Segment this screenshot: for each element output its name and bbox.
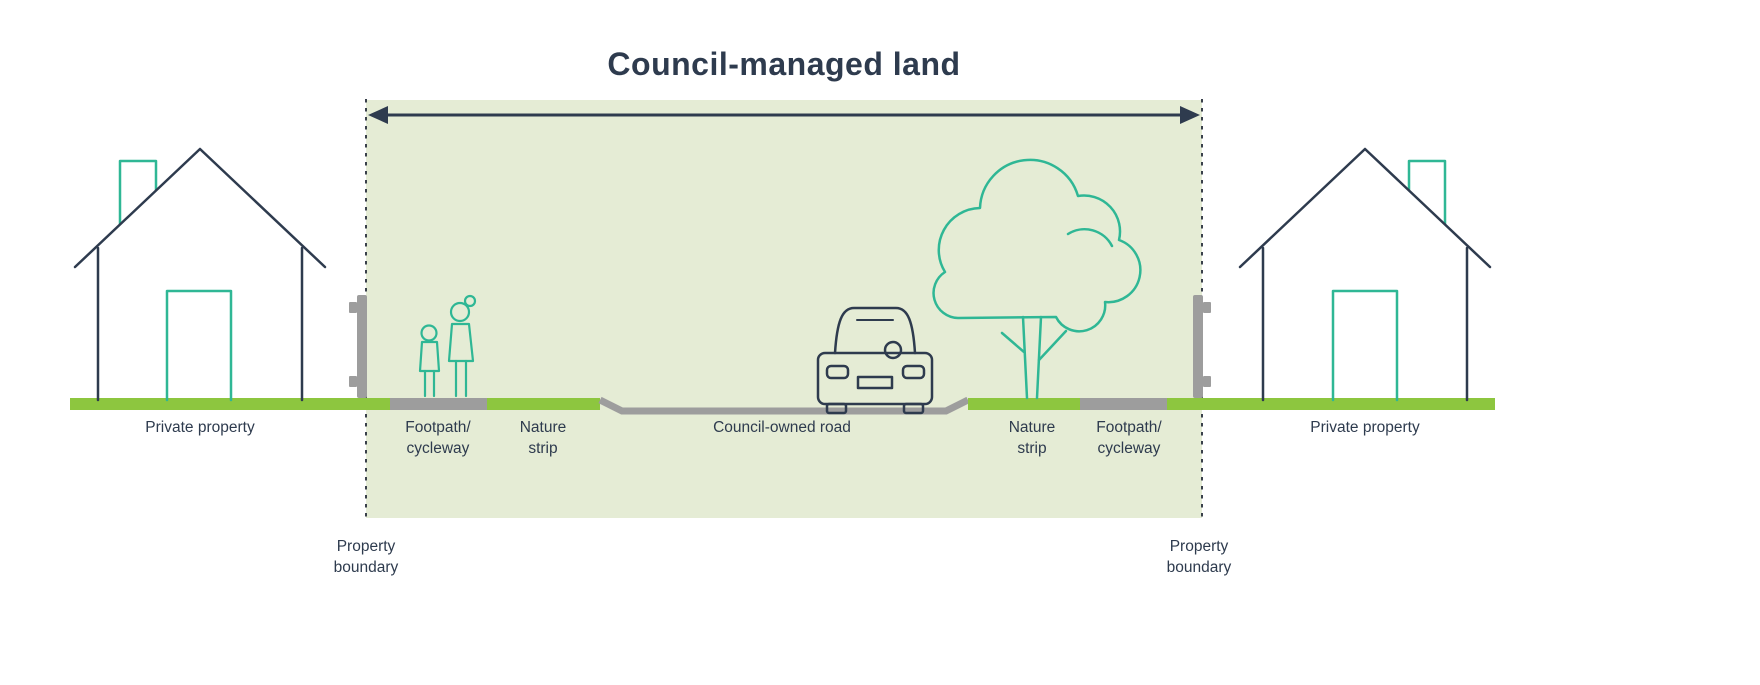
label-private-property-left: Private property <box>145 419 255 436</box>
roof-right <box>1238 147 1492 269</box>
grass-private-left <box>70 398 390 410</box>
house-icon-right <box>1238 147 1492 402</box>
tree-canopy <box>932 158 1142 333</box>
footpath-right <box>1080 398 1167 410</box>
chimney-right <box>1407 159 1447 226</box>
label-property-boundary-left: Property boundary <box>333 538 399 576</box>
ground-strip <box>70 396 1495 415</box>
car-fuel-cap <box>883 340 903 360</box>
grass-private-right <box>1167 398 1495 410</box>
label-council-owned-road: Council-owned road <box>713 419 851 436</box>
car-wheel-left <box>825 402 848 415</box>
label-footpath-cycleway-right: Footpath/ cycleway <box>1096 419 1162 457</box>
car-body <box>816 351 934 406</box>
pedestrians-icon <box>418 294 477 398</box>
nature-strip-right <box>968 398 1080 410</box>
road-surface <box>598 396 970 415</box>
roof-left <box>73 147 327 269</box>
walls-left <box>96 246 304 402</box>
car-headlight-right <box>901 364 926 380</box>
car-headlight-left <box>825 364 850 380</box>
council-land-area <box>366 100 1202 518</box>
car-wheel-right <box>902 402 925 415</box>
person-adult-icon <box>447 294 477 398</box>
tree-canopy-inner-arc <box>1066 228 1114 248</box>
fence-post-icon-left <box>349 295 367 398</box>
tree-trunk <box>1021 315 1043 400</box>
footpath-left <box>390 398 487 410</box>
tree-icon <box>932 158 1142 400</box>
chimney-left <box>118 159 158 227</box>
nature-strip-left <box>487 398 600 410</box>
tree-branches <box>1000 329 1068 362</box>
label-nature-strip-right: Nature strip <box>1008 419 1056 457</box>
extent-arrow-icon <box>368 106 1200 124</box>
car-cabin <box>833 306 917 355</box>
diagram-title: Council-managed land <box>607 46 961 82</box>
label-private-property-right: Private property <box>1310 419 1420 436</box>
person-child-icon <box>418 324 441 398</box>
door-right <box>1331 289 1399 402</box>
door-left <box>165 289 233 402</box>
walls-right <box>1261 246 1469 402</box>
label-property-boundary-right: Property boundary <box>1166 538 1232 576</box>
fence-post-icon-right <box>1193 295 1211 398</box>
car-license-plate <box>856 375 894 390</box>
label-footpath-cycleway-left: Footpath/ cycleway <box>405 419 471 457</box>
car-icon <box>816 306 934 415</box>
label-nature-strip-left: Nature strip <box>519 419 567 457</box>
house-icon-left <box>73 147 327 402</box>
